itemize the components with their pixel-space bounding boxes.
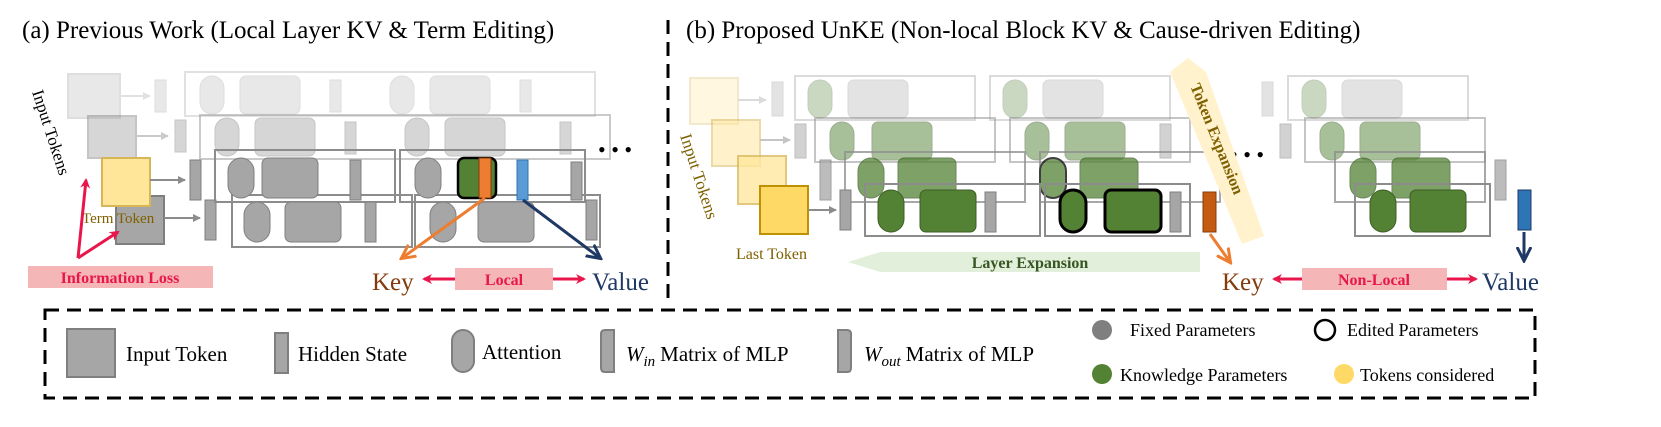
nonlocal-band (1302, 268, 1447, 290)
panel-a-back-layer-1 (67, 71, 596, 119)
edited-mlp (1103, 188, 1163, 234)
key-arrow-b (1208, 233, 1230, 262)
legend-tokens-considered-label: Tokens considered (1360, 365, 1494, 385)
panel-b-value-label: Value (1482, 269, 1539, 296)
legend-fixed-params-icon (1092, 320, 1112, 340)
legend-edited-params-label: Edited Parameters (1347, 320, 1478, 340)
legend-attention-label: Attention (482, 340, 562, 364)
info-loss-label: Information Loss (61, 270, 180, 287)
local-key-vector (478, 157, 492, 199)
panel-a-main-row (101, 149, 601, 248)
panel-a-ellipsis: • • • (598, 137, 632, 162)
legend-hidden-state-icon (274, 332, 289, 374)
legend-wout-icon (837, 329, 852, 373)
layer-expansion-label: Layer Expansion (972, 255, 1089, 272)
panel-a-title: (a) Previous Work (Local Layer KV & Term… (22, 17, 554, 44)
value-arrow-a (522, 198, 600, 258)
token-expansion-band (1170, 58, 1264, 244)
legend-fixed-params-label: Fixed Parameters (1130, 320, 1255, 340)
local-band (455, 268, 553, 290)
info-loss-band (28, 266, 213, 288)
layer-expansion-band (848, 252, 1200, 272)
panel-b-back-layer-2 (711, 117, 1486, 167)
last-token-label: Last Token (736, 246, 807, 263)
panel-b-back-layer-3 (737, 151, 1507, 205)
legend-input-token-label: Input Token (126, 342, 228, 366)
panel-a-key-label: Key (372, 269, 414, 296)
nonlocal-value-vector (1517, 189, 1532, 231)
panel-a-input-tokens-label: Input Tokens (28, 87, 73, 177)
nonlocal-label: Non-Local (1338, 272, 1411, 289)
info-loss-arrow-2 (77, 230, 120, 260)
last-token-block (759, 185, 809, 235)
legend-edited-params-icon (1313, 318, 1337, 342)
legend-knowledge-params-label: Knowledge Parameters (1120, 365, 1287, 385)
edited-attention (1058, 188, 1088, 234)
panel-b: (b) Proposed UnKE (Non-local Block KV & … (676, 17, 1539, 296)
info-loss-arrow (76, 178, 91, 259)
key-arrow-a (402, 196, 486, 258)
panel-a-back-layer-2 (87, 114, 611, 160)
legend-attention-icon (451, 329, 475, 373)
panel-b-key-label: Key (1222, 269, 1264, 296)
term-token-block (101, 157, 151, 207)
panel-a-value-label: Value (592, 269, 649, 296)
legend-input-token-icon (66, 328, 116, 378)
legend-knowledge-params-icon (1092, 364, 1112, 384)
term-token-label: Term Token (82, 211, 155, 227)
legend-frame (43, 308, 1537, 400)
panel-b-title: (b) Proposed UnKE (Non-local Block KV & … (686, 17, 1360, 44)
local-value-vector (516, 159, 529, 201)
legend-win-icon (600, 329, 615, 373)
panel-b-main-row (759, 183, 1532, 237)
legend-tokens-considered-icon (1334, 364, 1354, 384)
local-label: Local (485, 272, 524, 289)
panel-a: (a) Previous Work (Local Layer KV & Term… (22, 17, 649, 296)
nonlocal-key-vector (1202, 191, 1217, 233)
legend-hidden-state-label: Hidden State (298, 342, 407, 366)
panel-b-back-layer-1 (689, 75, 1469, 125)
